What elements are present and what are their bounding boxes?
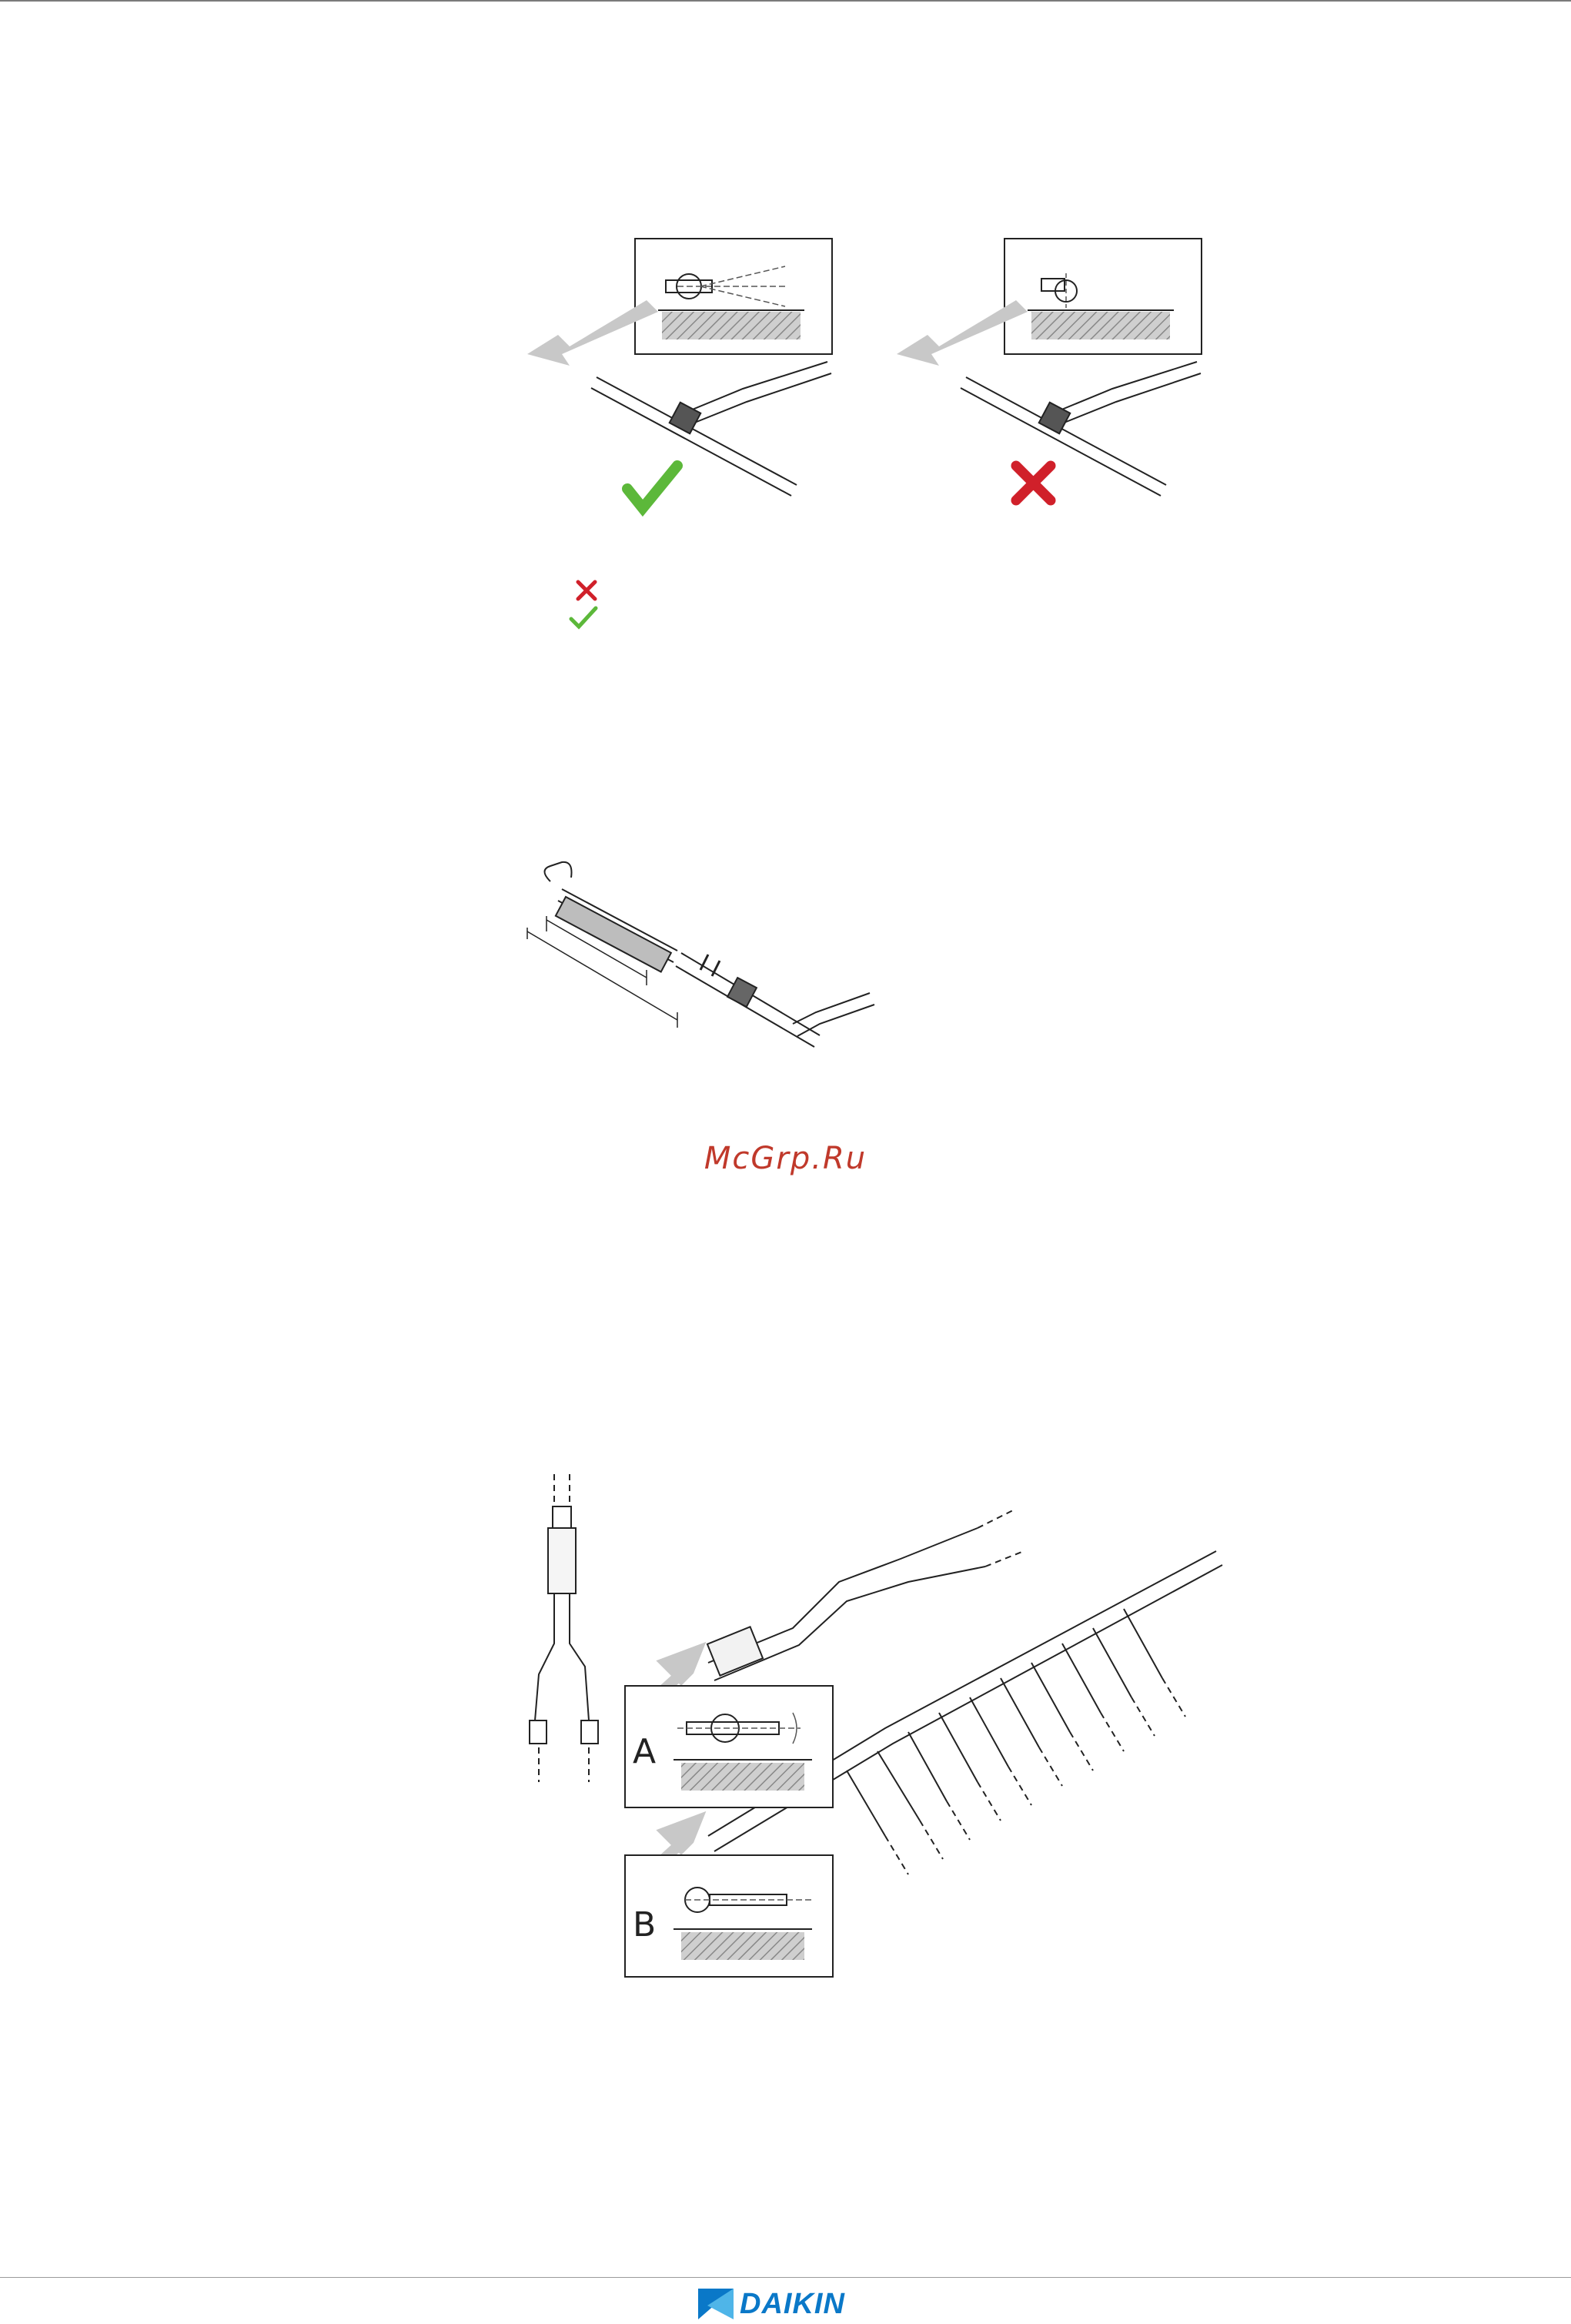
brand-name: DAIKIN xyxy=(740,2288,845,2321)
label-a: A xyxy=(633,1732,656,1771)
brand-logo: DAIKIN xyxy=(697,2285,845,2323)
legend-cross-icon xyxy=(573,577,600,604)
refnet-joint-horizontal xyxy=(707,1509,1024,1680)
legend-check-icon xyxy=(568,605,599,631)
figure-refnet-orientation: A B xyxy=(516,1474,1270,1982)
pipe-incorrect xyxy=(961,362,1201,496)
cross-icon xyxy=(1016,466,1051,500)
bottom-rule xyxy=(0,2277,1571,2278)
figure-insulated-pipe xyxy=(516,854,901,1078)
pipe-correct xyxy=(591,362,831,496)
top-rule xyxy=(0,0,1571,2)
inset-correct xyxy=(635,239,832,354)
inset-incorrect xyxy=(1004,239,1202,354)
daikin-logo-icon xyxy=(697,2287,735,2321)
check-icon xyxy=(627,466,677,508)
refnet-joint-vertical xyxy=(530,1474,598,1782)
figure-orientation xyxy=(523,231,1247,523)
watermark: McGrp.Ru xyxy=(0,1141,1571,1176)
inset-a: A xyxy=(625,1686,833,1807)
label-b: B xyxy=(633,1905,656,1944)
inset-b: B xyxy=(625,1855,833,1977)
